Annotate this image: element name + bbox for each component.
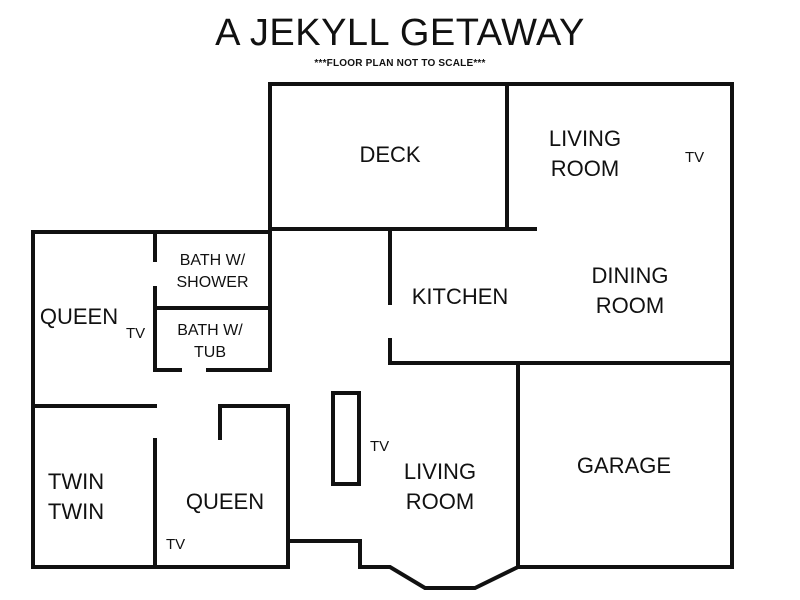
wall-kitchen-lower [388,338,734,365]
wall-garage [516,361,734,569]
bath-shower-line2: SHOWER [176,274,249,291]
page-title: A JEKYLL GETAWAY [215,12,585,54]
living-room-top-line2: ROOM [550,156,620,181]
tv-queen-left: TV [126,325,146,342]
twin-line2: TWIN [47,499,105,524]
wall-bath-right [206,230,272,372]
kitchen-label: KITCHEN [411,284,509,309]
bath-tub-line2: TUB [194,344,226,361]
walls [31,82,734,590]
dining-room-line2: ROOM [595,293,665,318]
deck-label: DECK [359,142,421,167]
twin-room-label: TWIN TWIN [36,467,116,527]
bath-tub-line1: BATH W/ [177,322,243,339]
dining-room-line1: DINING [591,263,669,288]
living-room-bottom-label: LIVING ROOM [385,457,495,517]
wall-deck-living-outer [268,82,734,365]
wall-queen-bottom [218,404,290,569]
wall-bottom-bay [286,539,521,590]
queen-left-label: QUEEN [39,304,119,329]
living-room-bottom-line1: LIVING [403,459,477,484]
queen-bottom-label: QUEEN [185,489,265,514]
garage-label: GARAGE [576,453,672,478]
bath-shower-line1: BATH W/ [179,252,246,269]
bath-shower-label: BATH W/ SHOWER [160,250,265,294]
tv-queen-bottom: TV [166,536,186,553]
tv-stand [331,391,361,486]
living-room-top-label: LIVING ROOM [530,124,640,184]
dining-room-label: DINING ROOM [575,261,685,321]
tv-living-room-top: TV [685,149,705,166]
tv-living-room-bottom: TV [370,438,390,455]
twin-line1: TWIN [47,469,105,494]
bath-tub-label: BATH W/ TUB [160,320,260,364]
living-room-bottom-line2: ROOM [405,489,475,514]
page-subtitle: ***FLOOR PLAN NOT TO SCALE*** [314,58,486,69]
living-room-top-line1: LIVING [548,126,622,151]
